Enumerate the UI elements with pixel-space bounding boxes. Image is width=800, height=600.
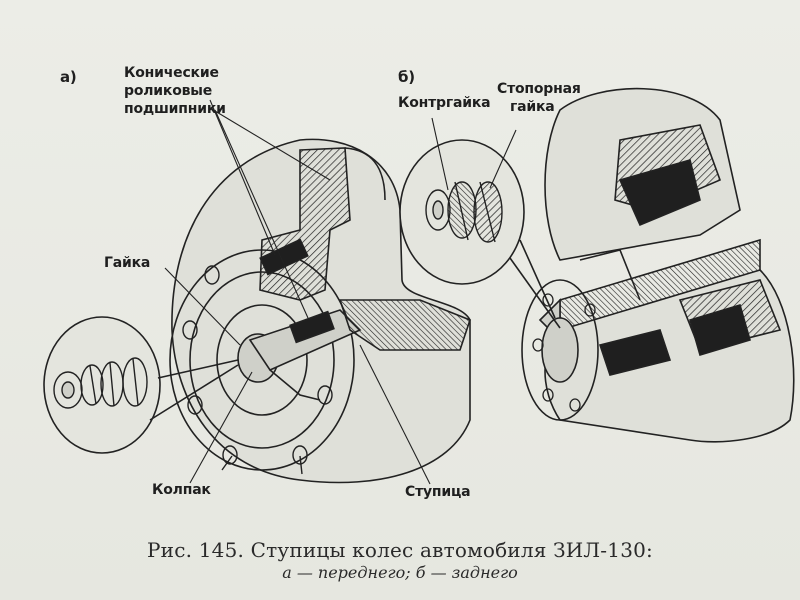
label-stop-nut-line1: Стопорная: [497, 81, 581, 97]
label-cap: Колпак: [152, 482, 211, 498]
rear-wheel-studs: [532, 293, 596, 412]
front-hub-drawing: [169, 138, 471, 484]
rear-detail-callout: [399, 139, 561, 329]
label-stop-nut-line2: гайка: [510, 99, 555, 115]
figure-caption: Рис. 145. Ступицы колес автомобиля ЗИЛ-1…: [0, 538, 800, 584]
front-leader-lines: [164, 99, 431, 485]
front-detail-callout: [43, 316, 239, 454]
front-wheel-studs: [182, 265, 333, 475]
caption-title: Рис. 145. Ступицы колес автомобиля ЗИЛ-1…: [147, 538, 653, 562]
front-panel-letter: а): [60, 68, 77, 86]
front-inner-bearing: [289, 310, 335, 344]
label-bearings-line1: Конические: [124, 65, 219, 81]
front-drum-ring-inner: [216, 304, 308, 416]
label-nut: Гайка: [104, 255, 151, 271]
label-bearings-line2: роликовые: [124, 83, 213, 99]
label-hub: Ступица: [405, 484, 471, 500]
rear-detail-parts: [425, 181, 503, 243]
rear-hub-drawing: [521, 87, 795, 443]
label-locknut: Контргайка: [398, 95, 491, 111]
front-detail-parts: [53, 357, 148, 409]
rear-leader-lines: [431, 117, 517, 191]
caption-subtitle: а — переднего; б — заднего: [282, 563, 518, 582]
rear-wheel-face: [521, 279, 599, 421]
label-bearings-line3: подшипники: [124, 101, 226, 117]
rear-panel-letter: б): [398, 68, 415, 86]
front-spindle-section: [338, 299, 471, 351]
front-detail-circle: [43, 316, 161, 454]
front-outer-bearing: [259, 238, 309, 276]
